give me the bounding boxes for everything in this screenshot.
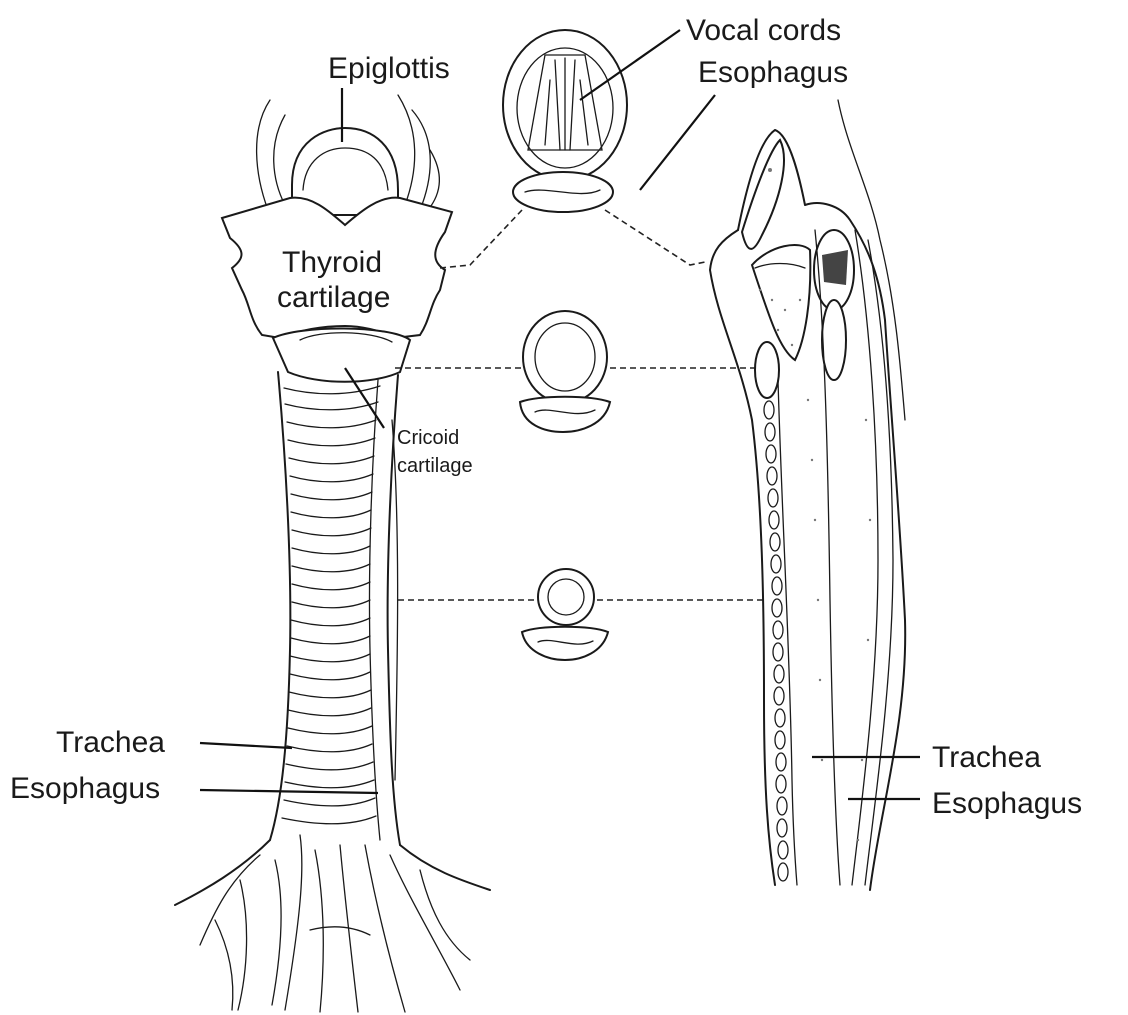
label-cricoid-line2: cartilage [397,455,473,477]
tracheal-rings [282,386,380,824]
label-cricoid-line1: Cricoid [397,427,459,449]
label-thyroid-line2: cartilage [277,281,390,314]
label-esophagus-right: Esophagus [932,787,1082,820]
label-esophagus-left: Esophagus [10,772,160,805]
label-esophagus-top: Esophagus [698,56,848,89]
cricoid-cartilage [273,328,410,381]
cross-section-trachea [522,569,608,660]
label-trachea-left: Trachea [56,726,165,759]
sagittal-view [710,100,905,890]
label-thyroid-line1: Thyroid [282,246,382,279]
anterior-view [175,95,490,1012]
label-vocal-cords: Vocal cords [686,14,841,47]
cross-section-larynx [503,30,627,212]
cross-section-cricoid [520,311,610,432]
label-epiglottis: Epiglottis [328,52,450,85]
label-trachea-right: Trachea [932,741,1041,774]
